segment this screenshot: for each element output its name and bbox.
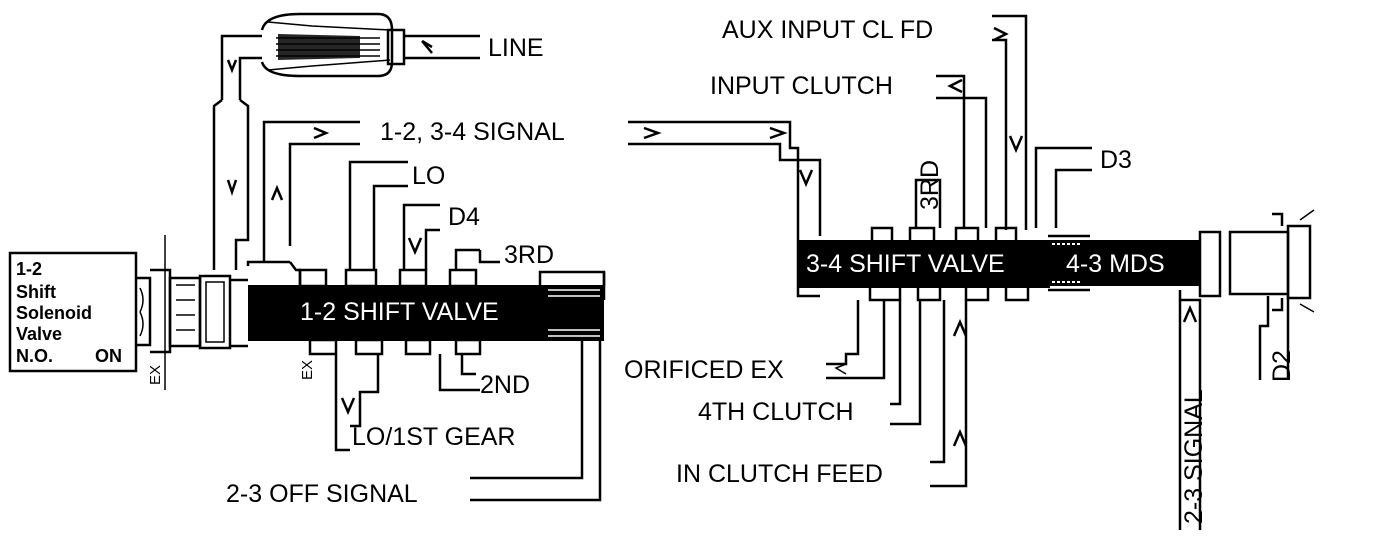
solenoid-label-1: 1-2 (16, 259, 42, 279)
shift-solenoid: 1-2 Shift Solenoid Valve N.O. ON EX (8, 235, 232, 390)
d4-label: D4 (448, 203, 480, 231)
shift-valve-12: 1-2 SHIFT VALVE EX (230, 260, 606, 380)
solenoid-label-3: Solenoid (16, 303, 92, 323)
input-clutch-label: INPUT CLUTCH (710, 72, 893, 100)
solenoid-exhaust-label: EX (147, 365, 164, 385)
solenoid-state: ON (95, 346, 122, 366)
d3-label: D3 (1100, 146, 1132, 174)
signal-23-label: 2-3 SIGNAL (1180, 389, 1208, 524)
lo-1st-gear-label: LO/1ST GEAR (352, 423, 516, 451)
valve-12-exhaust-label: EX (299, 360, 316, 380)
d2-label: D2 (1268, 350, 1296, 382)
lo-label: LO (412, 162, 445, 190)
shift-valve-12-label: 1-2 SHIFT VALVE (300, 298, 499, 326)
second-label: 2ND (480, 371, 530, 399)
in-clutch-feed-label: IN CLUTCH FEED (676, 460, 883, 488)
third-right-label: 3RD (916, 160, 944, 210)
fourth-clutch-label: 4TH CLUTCH (698, 398, 854, 426)
aux-input-label: AUX INPUT CL FD (722, 16, 933, 44)
line-filter (220, 12, 480, 100)
mds-label: 4-3 MDS (1066, 250, 1165, 278)
shift-valve-34: 3-4 SHIFT VALVE 4-3 MDS (796, 209, 1315, 313)
line-label: LINE (488, 34, 544, 62)
shift-valve-34-label: 3-4 SHIFT VALVE (806, 250, 1005, 278)
third-left-label: 3RD (504, 241, 554, 269)
solenoid-label-2: Shift (16, 282, 56, 302)
signal-1234-label: 1-2, 3-4 SIGNAL (380, 118, 565, 146)
off-signal-23-label: 2-3 OFF SIGNAL (226, 480, 418, 508)
solenoid-label-4: Valve (16, 324, 62, 344)
orificed-ex-label: ORIFICED EX (624, 356, 784, 384)
solenoid-label-5: N.O. (16, 346, 53, 366)
